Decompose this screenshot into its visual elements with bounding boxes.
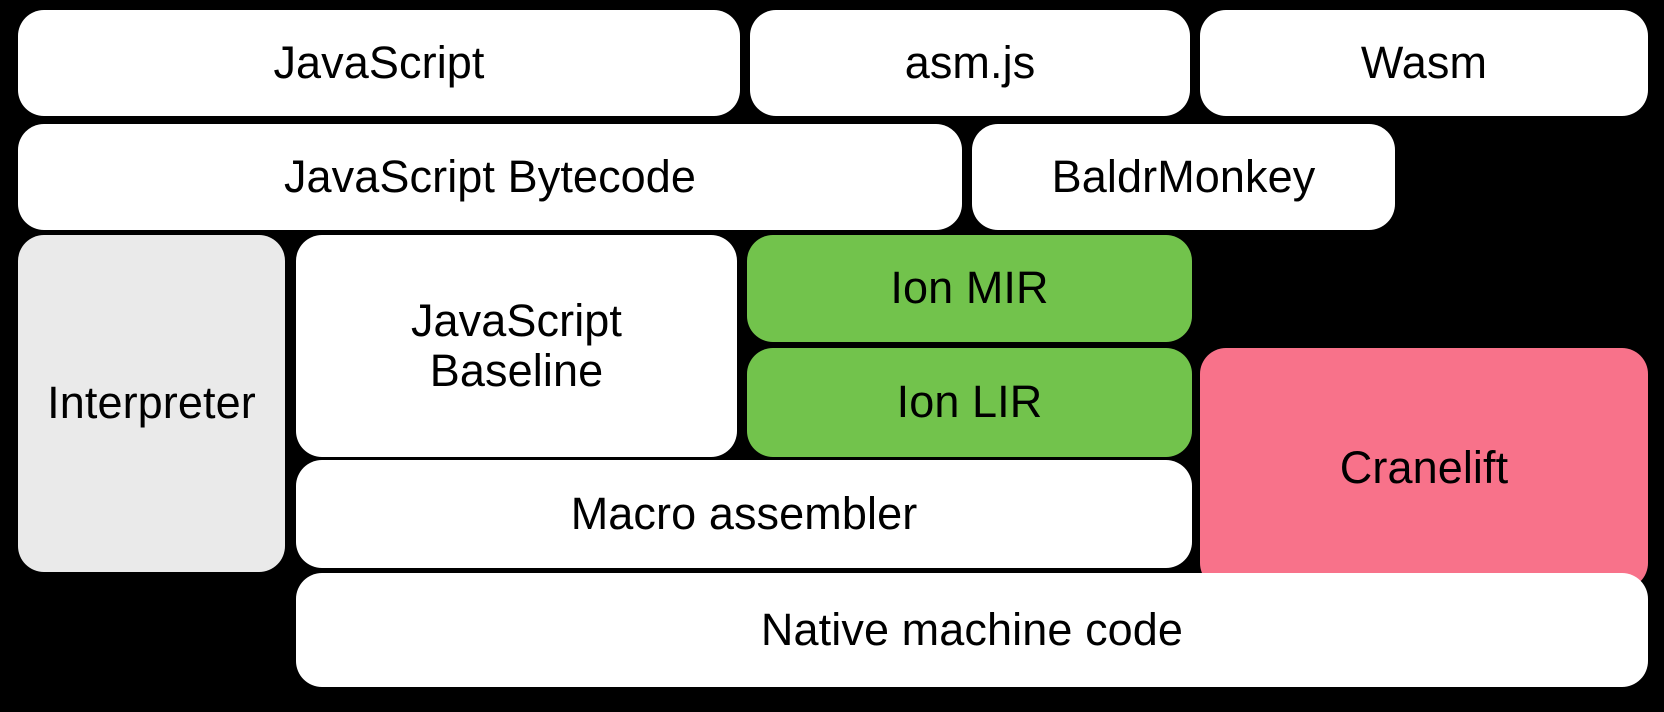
node-label: BaldrMonkey xyxy=(1051,150,1316,202)
node-ion-mir: Ion MIR xyxy=(747,235,1192,342)
node-javascript-baseline: JavaScript Baseline xyxy=(296,235,737,457)
node-label: Wasm xyxy=(1360,36,1488,88)
node-asmjs: asm.js xyxy=(750,10,1190,116)
node-javascript: JavaScript xyxy=(18,10,740,116)
node-baldrmonkey: BaldrMonkey xyxy=(972,124,1395,230)
node-label: Cranelift xyxy=(1339,442,1509,494)
node-javascript-bytecode: JavaScript Bytecode xyxy=(18,124,962,230)
node-label: JavaScript xyxy=(273,36,485,88)
node-label: asm.js xyxy=(904,36,1036,88)
node-label: JavaScript Bytecode xyxy=(283,150,697,202)
node-macro-assembler: Macro assembler xyxy=(296,460,1192,568)
node-native-machine-code: Native machine code xyxy=(296,573,1648,687)
node-cranelift: Cranelift xyxy=(1200,348,1648,589)
node-label: Interpreter xyxy=(47,377,256,429)
node-label: JavaScript Baseline xyxy=(410,294,623,396)
node-label: Macro assembler xyxy=(570,487,918,539)
node-wasm: Wasm xyxy=(1200,10,1648,116)
node-interpreter: Interpreter xyxy=(18,235,285,572)
node-label: Native machine code xyxy=(760,603,1184,655)
node-label: Ion MIR xyxy=(890,262,1049,314)
node-ion-lir: Ion LIR xyxy=(747,348,1192,457)
node-label: Ion LIR xyxy=(896,376,1043,428)
